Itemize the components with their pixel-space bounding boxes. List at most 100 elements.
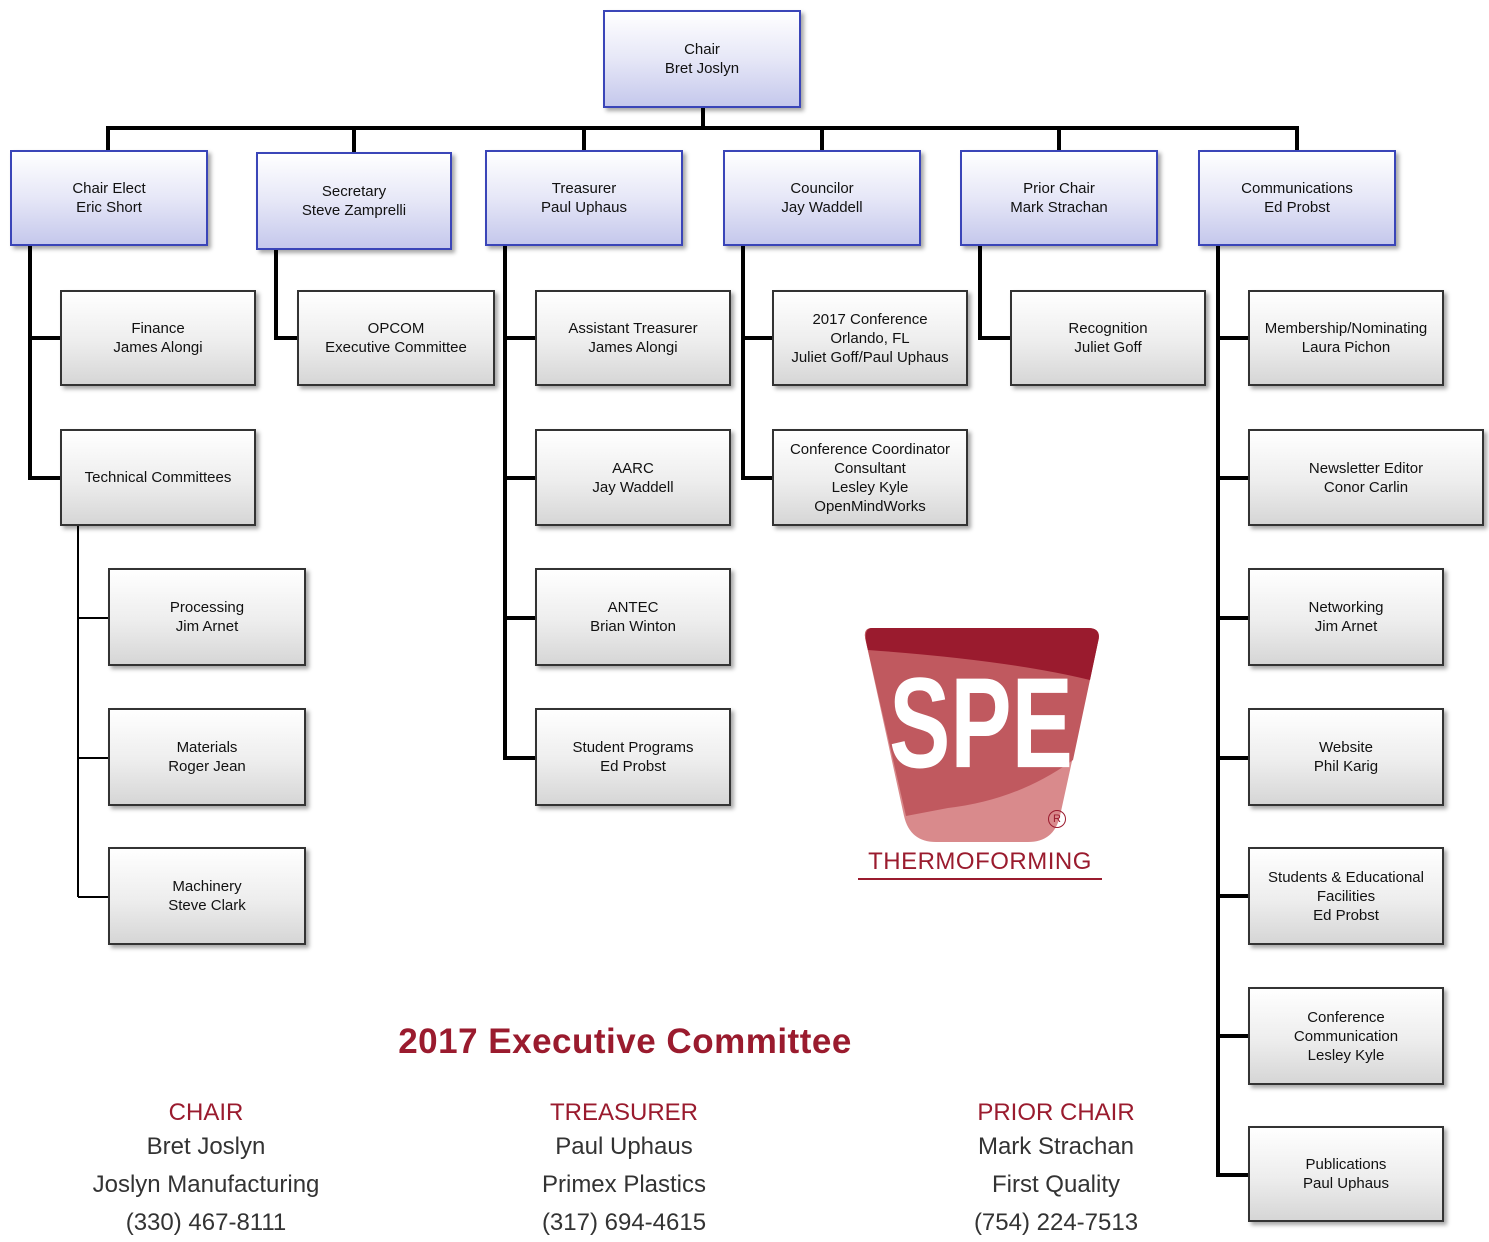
recognition-box: Recognition Juliet Goff xyxy=(1010,290,1206,386)
materials-box: Materials Roger Jean xyxy=(108,708,306,806)
node-title: OPCOM xyxy=(367,320,425,337)
officer-title: Secretary xyxy=(321,183,387,200)
node-name: Jay Waddell xyxy=(592,478,674,496)
exec-member-chair: CHAIR Bret Joslyn Joslyn Manufacturing (… xyxy=(26,1098,386,1242)
networking-box: Networking Jim Arnet xyxy=(1248,568,1444,666)
node-line: Conference xyxy=(1307,1008,1385,1026)
node-title: ANTEC xyxy=(607,599,659,616)
node-line: Publications xyxy=(1305,1156,1387,1173)
publications-box: Publications Paul Uphaus xyxy=(1248,1126,1444,1222)
exec-role: PRIOR CHAIR xyxy=(977,1099,1135,1126)
officer-title: Communications xyxy=(1241,180,1353,197)
node-title: Technical Committees xyxy=(84,469,232,486)
node-line: OpenMindWorks xyxy=(814,497,926,515)
node-title: Finance xyxy=(131,320,185,337)
exec-company: Joslyn Manufacturing xyxy=(92,1171,320,1198)
node-line: Networking xyxy=(1308,599,1384,616)
node-line: Newsletter Editor xyxy=(1308,459,1424,477)
secretary-box: Secretary Steve Zamprelli xyxy=(256,152,452,250)
antec-box: ANTEC Brian Winton xyxy=(535,568,731,666)
officer-name: Paul Uphaus xyxy=(541,199,627,216)
aarc-box: AARC Jay Waddell xyxy=(535,429,731,526)
technical-committees-box: Technical Committees xyxy=(60,429,256,526)
officer-name: Steve Zamprelli xyxy=(301,202,407,219)
exec-member-prior-chair: PRIOR CHAIR Mark Strachan First Quality … xyxy=(876,1098,1236,1242)
officer-title: Treasurer xyxy=(551,180,617,197)
conference-coordinator-box: Conference Coordinator Consultant Lesley… xyxy=(772,429,968,526)
registered-mark: R xyxy=(1048,810,1066,828)
chair-title: Chair xyxy=(684,41,720,58)
officer-title: Chair Elect xyxy=(72,180,146,197)
chair-name: Bret Joslyn xyxy=(664,60,740,77)
node-line: Lesley Kyle xyxy=(831,478,909,496)
node-name: Jim Arnet xyxy=(175,618,239,635)
exec-name: Mark Strachan xyxy=(977,1133,1135,1160)
conference-communication-box: Conference Communication Lesley Kyle xyxy=(1248,987,1444,1085)
node-line: 2017 Conference xyxy=(812,310,928,328)
treasurer-box: Treasurer Paul Uphaus xyxy=(485,150,683,246)
node-line: Students & Educational xyxy=(1268,868,1424,886)
newsletter-editor-box: Newsletter Editor Conor Carlin xyxy=(1248,429,1484,526)
opcom-box: OPCOM Executive Committee xyxy=(297,290,495,386)
node-name: Ed Probst xyxy=(600,758,666,775)
node-line: Ed Probst xyxy=(1313,906,1379,924)
node-title: AARC xyxy=(612,459,654,477)
node-title: Recognition xyxy=(1068,320,1148,337)
officer-name: Jay Waddell xyxy=(781,199,863,216)
node-title: Materials xyxy=(176,739,238,756)
node-title: Assistant Treasurer xyxy=(568,320,698,337)
officer-title: Prior Chair xyxy=(1023,180,1095,197)
node-name: Brian Winton xyxy=(590,618,676,635)
conference-2017-box: 2017 Conference Orlando, FL Juliet Goff/… xyxy=(772,290,968,386)
officer-name: Ed Probst xyxy=(1264,199,1330,216)
students-educational-box: Students & Educational Facilities Ed Pro… xyxy=(1248,847,1444,945)
node-line: Facilities xyxy=(1316,887,1376,905)
node-line: Communication xyxy=(1293,1027,1399,1045)
node-line: Website xyxy=(1319,739,1373,756)
finance-box: Finance James Alongi xyxy=(60,290,256,386)
officer-title: Councilor xyxy=(790,180,854,197)
exec-company: Primex Plastics xyxy=(541,1171,707,1198)
executive-committee-title: 2017 Executive Committee xyxy=(398,1022,852,1061)
exec-phone: (330) 467-8111 xyxy=(125,1209,287,1236)
node-line: Juliet Goff/Paul Uphaus xyxy=(791,348,949,366)
councilor-box: Councilor Jay Waddell xyxy=(723,150,921,246)
prior-chair-box: Prior Chair Mark Strachan xyxy=(960,150,1158,246)
node-line: Phil Karig xyxy=(1313,758,1379,775)
officer-name: Eric Short xyxy=(76,199,142,216)
node-line: Conference Coordinator xyxy=(789,440,951,458)
exec-role: TREASURER xyxy=(549,1099,699,1126)
node-title: Processing xyxy=(169,599,245,616)
chair-box: Chair Bret Joslyn xyxy=(603,10,801,108)
node-line: Membership/Nominating xyxy=(1264,320,1428,337)
node-line: Paul Uphaus xyxy=(1303,1175,1389,1192)
node-title: Machinery xyxy=(172,878,242,895)
exec-name: Paul Uphaus xyxy=(555,1133,693,1160)
node-line: Jim Arnet xyxy=(1314,618,1378,635)
machinery-box: Machinery Steve Clark xyxy=(108,847,306,945)
exec-phone: (754) 224-7513 xyxy=(973,1209,1139,1236)
communications-box: Communications Ed Probst xyxy=(1198,150,1396,246)
assistant-treasurer-box: Assistant Treasurer James Alongi xyxy=(535,290,731,386)
node-name: James Alongi xyxy=(113,339,203,356)
chair-elect-box: Chair Elect Eric Short xyxy=(10,150,208,246)
membership-box: Membership/Nominating Laura Pichon xyxy=(1248,290,1444,386)
spe-thermoforming-logo: SPE xyxy=(864,628,1099,842)
exec-member-treasurer: TREASURER Paul Uphaus Primex Plastics (3… xyxy=(444,1098,804,1242)
node-line: Laura Pichon xyxy=(1301,339,1391,356)
node-line: Conor Carlin xyxy=(1323,478,1409,496)
logo-caption: THERMOFORMING xyxy=(858,848,1102,880)
node-title: Student Programs xyxy=(572,739,694,756)
exec-phone: (317) 694-4615 xyxy=(541,1209,707,1236)
node-line: Consultant xyxy=(834,459,906,477)
node-line: Orlando, FL xyxy=(830,329,910,347)
spe-logo-text: SPE xyxy=(889,651,1073,795)
node-name: Juliet Goff xyxy=(1074,339,1142,356)
website-box: Website Phil Karig xyxy=(1248,708,1444,806)
exec-company: First Quality xyxy=(991,1171,1120,1198)
node-name: James Alongi xyxy=(588,339,678,356)
node-name: Executive Committee xyxy=(325,339,467,356)
node-name: Roger Jean xyxy=(168,758,246,775)
exec-role: CHAIR xyxy=(168,1099,244,1126)
